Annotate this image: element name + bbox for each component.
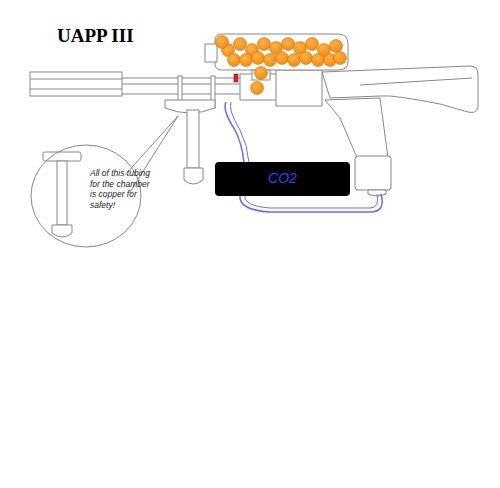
paintball: [228, 54, 241, 67]
paintball: [264, 54, 277, 67]
co2-tank: CO2: [215, 162, 350, 196]
paintball: [288, 54, 301, 67]
t-cap: [52, 225, 72, 237]
paintball: [251, 82, 264, 95]
paintballs: [216, 36, 347, 95]
pistol-grip: [325, 98, 388, 160]
paintball: [216, 36, 229, 49]
node-text: All of this tubing for the chamber is co…: [90, 168, 156, 211]
stock-line: [360, 78, 472, 85]
paintball: [282, 38, 295, 51]
title: UAPP III: [57, 25, 134, 47]
t-tube: [57, 161, 67, 225]
t-fitting: [43, 152, 81, 161]
paintball: [312, 54, 325, 67]
paintball: [234, 38, 247, 51]
grip-cylinder: [355, 156, 391, 190]
receiver-box: [276, 70, 322, 106]
paintball: [306, 38, 319, 51]
paintball: [258, 38, 271, 51]
muzzle-line: [30, 79, 122, 80]
paintball: [334, 52, 347, 65]
foregrip-tube: [187, 110, 199, 168]
muzzle-line: [30, 89, 122, 90]
paintball: [240, 54, 253, 67]
callout-bubble: All of this tubing for the chamber is co…: [30, 144, 142, 248]
paintball: [300, 52, 313, 65]
hopper: [215, 34, 348, 70]
muzzle: [30, 72, 122, 96]
paintball: [330, 40, 343, 53]
foregrip-cap: [184, 168, 203, 184]
node-text: CO2: [268, 170, 297, 188]
paintball: [255, 67, 268, 80]
valve-pin: [234, 74, 238, 82]
paintball: [252, 52, 265, 65]
hopper-neck: [205, 44, 217, 62]
paintball: [276, 52, 289, 65]
